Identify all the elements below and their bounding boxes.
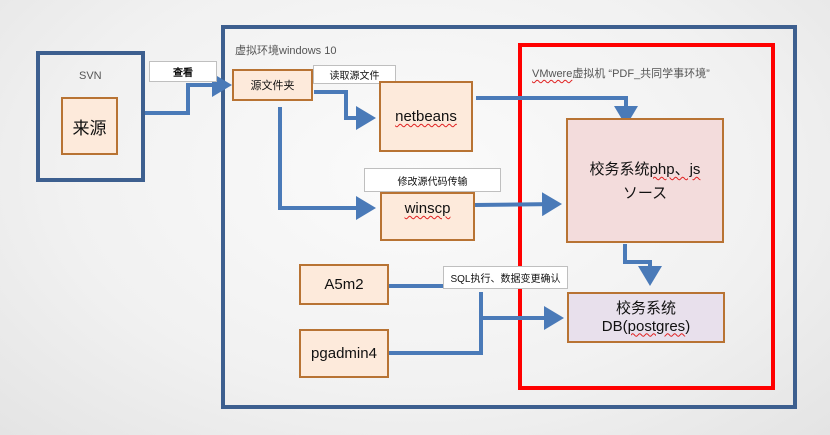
- netbeans-label: netbeans: [395, 108, 457, 125]
- db-line2-a: DB(: [601, 317, 628, 335]
- winscp-label: winscp: [404, 200, 451, 217]
- php-source-node[interactable]: 校务系统php、js ソース: [566, 118, 724, 243]
- windows-frame-title: 虚拟环境windows 10: [235, 45, 337, 57]
- edge-label-modify-transfer: 修改源代码传输: [364, 168, 501, 192]
- vmware-frame-title: VMwere虚拟机 “PDF_共同学事环境”: [532, 65, 710, 81]
- netbeans-node[interactable]: netbeans: [379, 81, 473, 152]
- arrow-php-to-db: [623, 244, 662, 286]
- a5m2-node[interactable]: A5m2: [299, 264, 389, 305]
- source-node[interactable]: 来源: [61, 97, 118, 155]
- arrow-folder-to-netbeans: [314, 90, 376, 130]
- a5m2-label: A5m2: [324, 276, 364, 293]
- arrow-netbeans-to-php: [476, 96, 638, 126]
- winscp-node[interactable]: winscp: [380, 192, 475, 241]
- db-line1: 校务系统: [615, 299, 676, 317]
- windows-frame: [221, 25, 797, 409]
- php-source-line1: 校务系统php、js: [590, 158, 701, 179]
- svn-frame: [36, 51, 145, 182]
- edge-label-sql-exec: SQL执行、数据变更确认: [443, 266, 568, 289]
- arrow-winscp-to-php: [474, 192, 562, 217]
- source-folder-node[interactable]: 源文件夹: [232, 69, 313, 101]
- vmware-frame: [518, 43, 775, 390]
- arrow-folder-to-winscp: [278, 107, 376, 220]
- db-node[interactable]: 校务系统 DB(postgres): [567, 292, 725, 343]
- php-source-line1-b: php、js: [649, 161, 701, 178]
- source-node-label: 来源: [72, 118, 107, 138]
- vmware-title-prefix: VMwere: [532, 68, 573, 80]
- source-folder-label: 源文件夹: [250, 80, 295, 92]
- edge-label-read-source: 读取源文件: [313, 65, 396, 84]
- php-source-line1-a: 校务系统: [589, 161, 650, 178]
- pgadmin4-node[interactable]: pgadmin4: [299, 329, 389, 378]
- db-line2: DB(postgres): [602, 318, 690, 336]
- pgadmin4-label: pgadmin4: [311, 345, 377, 362]
- line-pgadmin4: [389, 292, 483, 355]
- vmware-title-rest: 虚拟机 “PDF_共同学事环境”: [572, 68, 710, 80]
- edge-label-view: 查看: [149, 61, 217, 82]
- db-line2-c: ): [685, 317, 691, 335]
- svn-frame-title: SVN: [79, 70, 102, 82]
- php-source-line2: ソース: [622, 185, 668, 202]
- arrow-svn-to-folder: [145, 73, 232, 115]
- db-line2-b: postgres: [627, 317, 686, 335]
